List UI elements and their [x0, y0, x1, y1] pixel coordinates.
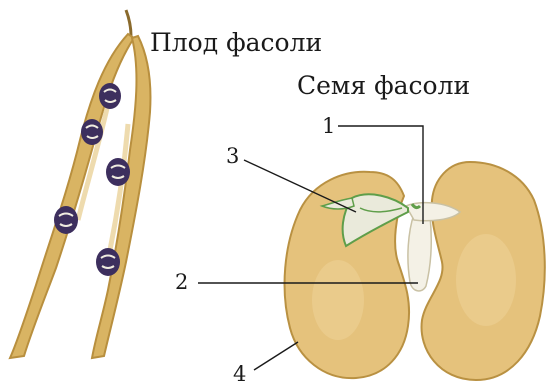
callout-label-1: 1	[322, 116, 335, 137]
pod-seed	[96, 248, 120, 276]
embryo-radicle	[408, 214, 431, 291]
bean-seed	[285, 162, 545, 380]
callout-label-2: 2	[175, 272, 188, 293]
seed-caption: Семя фасоли	[297, 73, 470, 98]
pod-stem	[126, 10, 131, 36]
pod-seed	[106, 158, 130, 186]
pod-caption: Плод фасоли	[150, 30, 322, 55]
pod-seed	[99, 83, 121, 109]
callout-label-3: 3	[226, 146, 239, 167]
callout-label-4: 4	[233, 364, 246, 385]
pod-seed	[54, 206, 78, 234]
pod-seed	[81, 119, 103, 145]
leader-line-4	[254, 342, 298, 370]
bean-pod	[10, 10, 151, 358]
